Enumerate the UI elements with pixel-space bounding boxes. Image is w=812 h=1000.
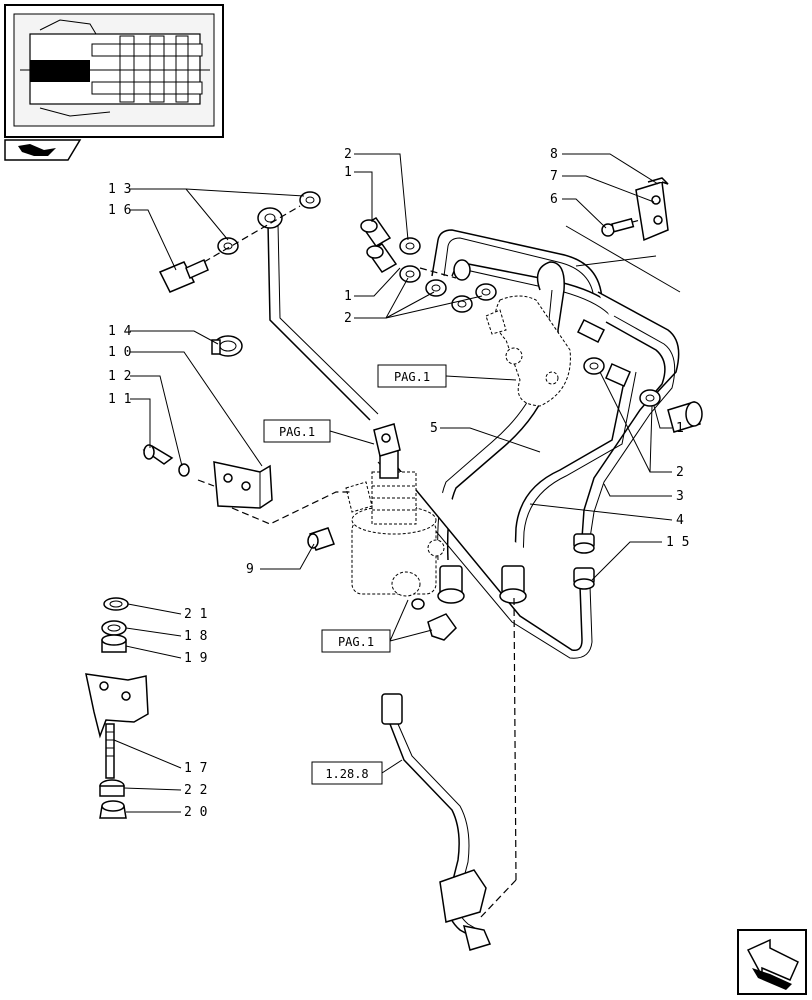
next-page-arrow-icon[interactable] — [737, 929, 807, 995]
callout-2-mid: 2 — [344, 311, 352, 326]
brake-valve-assembly — [345, 423, 457, 641]
callout-13: 1 3 — [108, 182, 131, 197]
callout-6: 6 — [550, 192, 558, 207]
transmission-thumbnail-icon — [4, 4, 224, 138]
svg-text:1.28.8: 1.28.8 — [325, 767, 368, 781]
valve-mount-bracket — [142, 444, 352, 551]
callout-10: 1 0 — [108, 345, 131, 360]
callout-22: 2 2 — [184, 783, 207, 798]
callout-11: 1 1 — [108, 392, 131, 407]
callout-14: 1 4 — [108, 324, 132, 339]
callout-2-top: 2 — [344, 147, 352, 162]
callout-9: 9 — [246, 562, 254, 577]
callout-4: 4 — [676, 513, 684, 528]
callout-5: 5 — [430, 421, 438, 436]
pipe-clip-bracket — [601, 177, 669, 242]
callout-2-right: 2 — [676, 465, 684, 480]
brake-pipes — [267, 223, 680, 659]
ref-box-pag1-a[interactable]: PAG.1 — [377, 364, 447, 388]
callout-20: 2 0 — [184, 805, 207, 820]
callout-1-right: 1 — [676, 421, 684, 436]
svg-text:PAG.1: PAG.1 — [338, 635, 374, 649]
callout-3: 3 — [676, 489, 684, 504]
banjo-bolt-right — [583, 357, 703, 433]
callout-19: 1 9 — [184, 651, 207, 666]
hose-clamp — [211, 335, 243, 357]
callout-labels: 1 3 1 6 1 4 1 0 1 2 1 1 9 2 1 1 8 1 9 1 … — [108, 147, 689, 820]
callout-7: 7 — [550, 169, 558, 184]
callout-15: 1 5 — [666, 535, 689, 550]
pipe-fittings — [437, 318, 631, 604]
ref-box-1-28-8[interactable]: 1.28.8 — [311, 761, 383, 785]
control-valve-ghost — [485, 295, 571, 407]
bolt-and-washers-left — [158, 191, 321, 293]
callout-18: 1 8 — [184, 629, 207, 644]
callout-17: 1 7 — [184, 761, 207, 776]
callout-leaders — [113, 153, 681, 813]
callout-21: 2 1 — [184, 607, 207, 622]
ref-box-pag1-c[interactable]: PAG.1 — [321, 629, 391, 653]
callout-16: 1 6 — [108, 203, 131, 218]
callout-12: 1 2 — [108, 369, 131, 384]
book-page-icon[interactable] — [4, 139, 82, 161]
lower-pipe — [381, 597, 517, 951]
callout-1-top: 1 — [344, 165, 352, 180]
ref-box-pag1-b[interactable]: PAG.1 — [263, 419, 331, 443]
callout-8: 8 — [550, 147, 558, 162]
callout-1-mid: 1 — [344, 289, 352, 304]
svg-text:PAG.1: PAG.1 — [394, 370, 430, 384]
svg-text:PAG.1: PAG.1 — [279, 425, 315, 439]
banjo-bolts-top — [360, 217, 497, 313]
support-kit — [85, 597, 149, 819]
